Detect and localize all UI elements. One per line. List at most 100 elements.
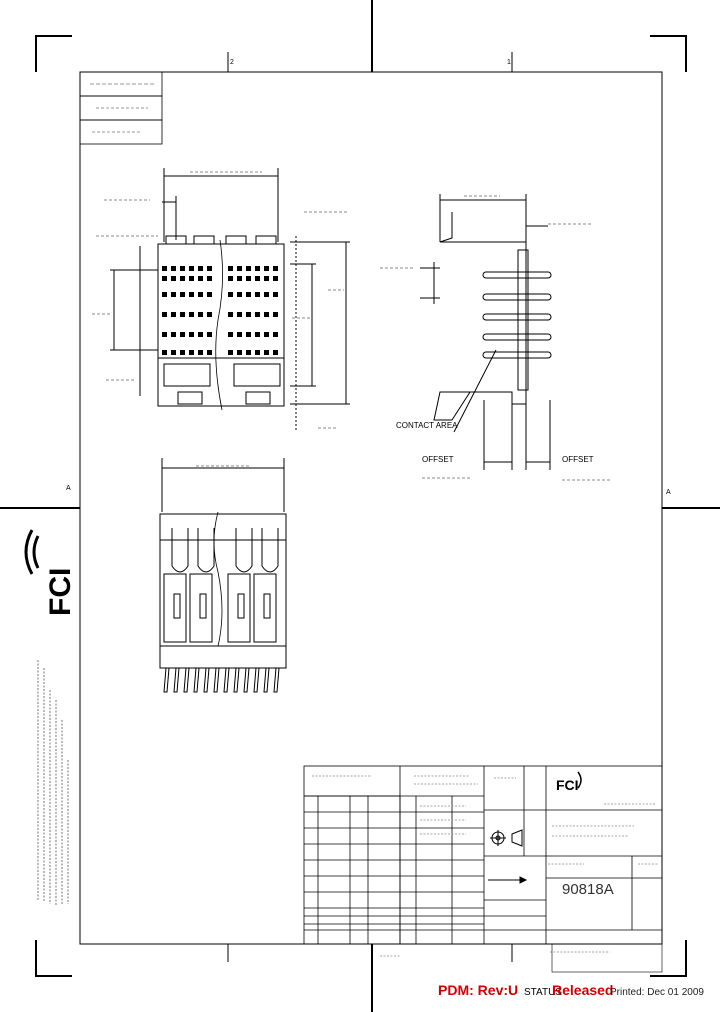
contact-pad [273, 266, 278, 271]
offset-label-right: OFFSET [562, 455, 594, 464]
side-leads [482, 271, 552, 359]
contact-pad [237, 332, 242, 337]
contact-pad [264, 266, 269, 271]
contact-pad [207, 332, 212, 337]
contact-pad [264, 276, 269, 281]
pin [233, 667, 240, 693]
contact-pad [273, 276, 278, 281]
contact-pad [198, 276, 203, 281]
bottom-pins [163, 667, 280, 693]
contact-pad [264, 350, 269, 355]
title-block [303, 765, 663, 945]
fci-logo: FCI [24, 529, 77, 616]
contact-pad [207, 266, 212, 271]
contact-pad [180, 350, 185, 355]
contact-pad [228, 332, 233, 337]
lead [482, 351, 552, 359]
contact-pad [189, 350, 194, 355]
contact-pad [162, 332, 167, 337]
lead [482, 271, 552, 279]
contact-pad [198, 312, 203, 317]
contact-pad [171, 292, 176, 297]
pin [223, 667, 230, 693]
corner-marks [35, 35, 687, 977]
contact-pad [246, 350, 251, 355]
contact-pad [162, 266, 167, 271]
contact-pad-grid [162, 266, 278, 355]
contact-pad [189, 292, 194, 297]
contact-pad [171, 276, 176, 281]
contact-pad [237, 276, 242, 281]
contact-pad [228, 312, 233, 317]
contact-pad [189, 266, 194, 271]
pin [213, 667, 220, 693]
contact-pad [162, 292, 167, 297]
contact-pad [228, 350, 233, 355]
contact-pad [237, 350, 242, 355]
offset-label-left: OFFSET [422, 455, 454, 464]
contact-pad [237, 312, 242, 317]
contact-pad [189, 332, 194, 337]
contact-pad [171, 266, 176, 271]
pdm-rev: Rev:U [477, 982, 519, 998]
pin [173, 667, 180, 693]
pin [273, 667, 280, 693]
contact-pad [255, 312, 260, 317]
pin [243, 667, 250, 693]
contact-pad [255, 266, 260, 271]
fci-title-logo: FCI [556, 771, 582, 793]
zone-label: A [66, 485, 71, 492]
contact-pad [255, 276, 260, 281]
lead [482, 313, 552, 321]
contact-pad [273, 292, 278, 297]
revision-stamp [79, 71, 163, 145]
title-block-text-illegible [312, 775, 658, 957]
status-label: STATUS [524, 987, 562, 998]
status-value: Released [552, 982, 614, 998]
contact-pad [198, 332, 203, 337]
contact-pad [189, 276, 194, 281]
lead [482, 333, 552, 341]
dimension-text-illegible [92, 171, 612, 481]
printed-date: Printed: Dec 01 2009 [610, 987, 704, 998]
contact-pad [180, 266, 185, 271]
contact-pad [171, 350, 176, 355]
contact-pad [246, 312, 251, 317]
pin [203, 667, 210, 693]
contact-pad [228, 266, 233, 271]
pin [183, 667, 190, 693]
revision-table [304, 795, 484, 944]
title-arrow [488, 876, 528, 884]
contact-pad [273, 350, 278, 355]
contact-pad [162, 276, 167, 281]
pin [163, 667, 170, 693]
contact-pad [180, 276, 185, 281]
contact-pad [180, 292, 185, 297]
contact-pad [255, 292, 260, 297]
sheet-box [551, 943, 663, 973]
contact-pad [264, 312, 269, 317]
contact-pad [273, 332, 278, 337]
contact-pad [246, 266, 251, 271]
contact-pad [162, 312, 167, 317]
pin [253, 667, 260, 693]
contact-pad [264, 332, 269, 337]
contact-pad [198, 266, 203, 271]
contact-pad [246, 332, 251, 337]
contact-pad [198, 292, 203, 297]
contact-pad [237, 292, 242, 297]
pdm-label: PDM: [438, 982, 474, 998]
bottom-view [159, 458, 287, 669]
pin [193, 667, 200, 693]
contact-pad [207, 350, 212, 355]
contact-pad [255, 332, 260, 337]
contact-pad [198, 350, 203, 355]
contact-pad [228, 276, 233, 281]
contact-pad [246, 292, 251, 297]
zone-label: 1 [507, 59, 511, 66]
pdm-revision: PDM: Rev:U [438, 982, 518, 998]
drawing-border [79, 71, 663, 945]
pin [263, 667, 270, 693]
zone-label: 2 [230, 59, 234, 66]
